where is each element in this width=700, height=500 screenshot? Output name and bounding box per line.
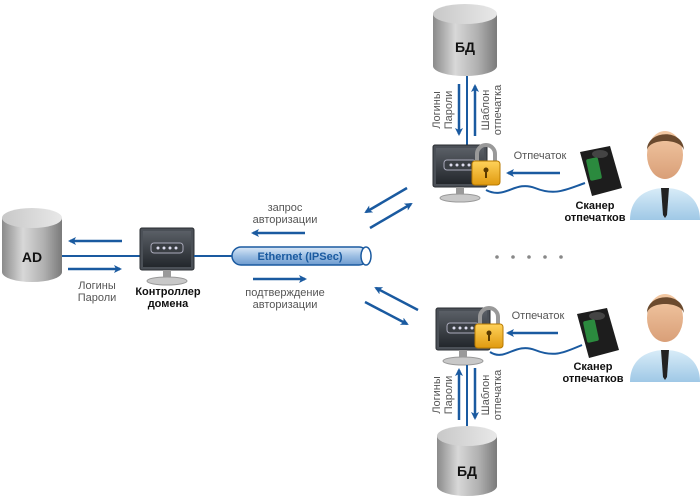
label-line: авторизации (252, 299, 318, 311)
request-label: запрос авторизации (240, 202, 330, 226)
top-template-label: Шаблон отпечатка (480, 80, 504, 140)
ad-label: AD (22, 249, 42, 265)
ad-database-icon (2, 208, 62, 282)
bottom-logins-label: Логины Пароли (431, 365, 455, 425)
label-line: отпечатка (492, 84, 504, 136)
bottom-fingerprint-scanner-icon (577, 308, 619, 358)
label-line: Пароли (443, 375, 455, 415)
ad-arrows-label: Логины Пароли (72, 280, 122, 304)
label-line: Контроллер (135, 286, 201, 298)
label-line: Логины (431, 376, 443, 414)
top-scanner-label: Сканер отпечатков (560, 200, 630, 224)
bottom-db-label: БД (457, 463, 477, 479)
top-fingerprint-scanner-icon (580, 146, 622, 196)
top-scanner-cable (485, 182, 586, 194)
domain-controller-monitor-icon (139, 227, 195, 286)
label-line: Пароли (443, 90, 455, 130)
bottom-db-icon (437, 426, 497, 496)
arrow-bottom-out (364, 300, 409, 326)
label-line: Шаблон (480, 89, 492, 131)
label-line: авторизации (252, 214, 318, 226)
arrow-bottom-in (374, 286, 419, 312)
arrow-top-out (369, 202, 413, 230)
bottom-lock-icon (474, 306, 504, 349)
ellipsis-dots (495, 255, 563, 259)
label-line: Логины (78, 280, 116, 292)
label-line: отпечатка (492, 369, 504, 421)
label-line: Пароли (77, 292, 117, 304)
label-line: Логины (431, 91, 443, 129)
arrow-top-in (364, 186, 408, 214)
top-logins-label: Логины Пароли (431, 80, 455, 140)
label-line: отпечатков (564, 212, 626, 224)
label-line: отпечатков (562, 373, 624, 385)
label-line: Сканер (575, 200, 615, 212)
controller-label: Контроллер домена (128, 286, 208, 310)
ethernet-label: Ethernet (IPSec) (258, 251, 343, 263)
top-print-label: Отпечаток (513, 150, 567, 162)
top-lock-icon (471, 143, 501, 186)
bottom-scanner-cable (489, 344, 583, 356)
label-line: подтверждение (245, 287, 325, 299)
confirm-label: подтверждение авторизации (230, 287, 340, 311)
bottom-user-avatar-icon (630, 294, 700, 382)
label-line: домена (147, 298, 189, 310)
bottom-print-label: Отпечаток (511, 310, 565, 322)
top-user-avatar-icon (630, 131, 700, 220)
top-db-label: БД (455, 39, 475, 55)
top-db-icon (433, 4, 497, 76)
ethernet-pipe-icon (231, 246, 372, 266)
bottom-scanner-label: Сканер отпечатков (558, 361, 628, 385)
label-line: запрос (267, 202, 303, 214)
label-line: Шаблон (480, 374, 492, 416)
bottom-template-label: Шаблон отпечатка (480, 365, 504, 425)
label-line: Сканер (573, 361, 613, 373)
